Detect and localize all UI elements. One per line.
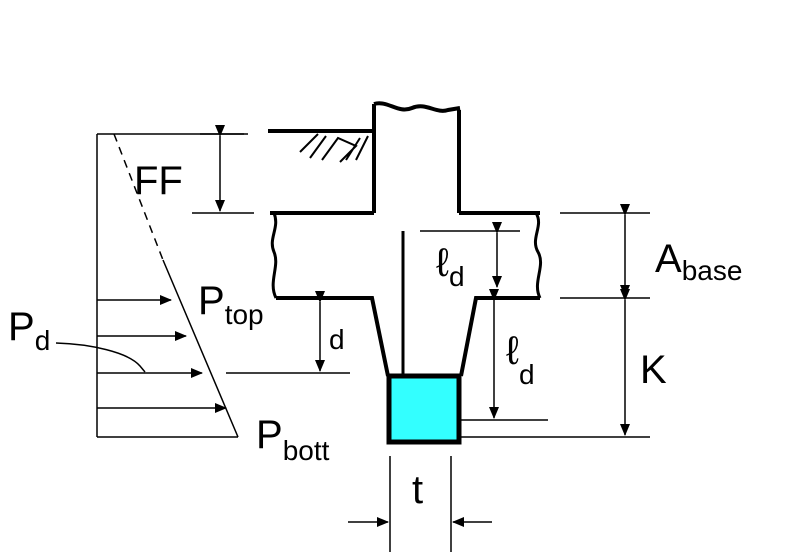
ptop-label: Ptop — [198, 279, 264, 330]
pbott-label-sub: bott — [283, 435, 330, 466]
embedded-block — [386, 373, 462, 445]
d-label: d — [329, 324, 345, 355]
pressure-diagram — [55, 133, 244, 438]
pd-label-sub: d — [35, 325, 51, 356]
t-label: t — [412, 468, 423, 512]
k-label: K — [640, 348, 667, 392]
ld-lower-label-sub: d — [519, 359, 535, 390]
ptop-label-sub: top — [225, 299, 264, 330]
footing-outline — [270, 211, 543, 377]
ld-lower-label-main: ℓ — [506, 329, 519, 373]
column-outline — [372, 101, 461, 213]
ground-surface — [268, 129, 374, 163]
d-dimension — [226, 291, 350, 374]
pd-label: Pd — [8, 305, 50, 356]
ld-upper-label-main: ℓ — [436, 241, 449, 285]
ld-upper-label: ℓd — [436, 241, 465, 292]
ptop-label-main: P — [198, 279, 225, 323]
ld-upper-label-sub: d — [449, 261, 465, 292]
t-dimension — [348, 456, 492, 552]
abase-label: Abase — [655, 237, 742, 286]
pbott-label-main: P — [256, 413, 283, 457]
ff-dimension — [192, 125, 254, 214]
abase-label-main: A — [655, 237, 682, 281]
pbott-label: Pbott — [256, 413, 330, 466]
ff-label: FF — [134, 159, 183, 203]
ld-lower-dimension — [461, 289, 548, 421]
abase-label-sub: base — [682, 255, 743, 286]
ld-lower-label: ℓd — [506, 329, 535, 390]
pd-label-main: P — [8, 305, 35, 349]
ld-upper-dimension — [420, 222, 520, 288]
abase-k-dimension — [461, 204, 650, 438]
